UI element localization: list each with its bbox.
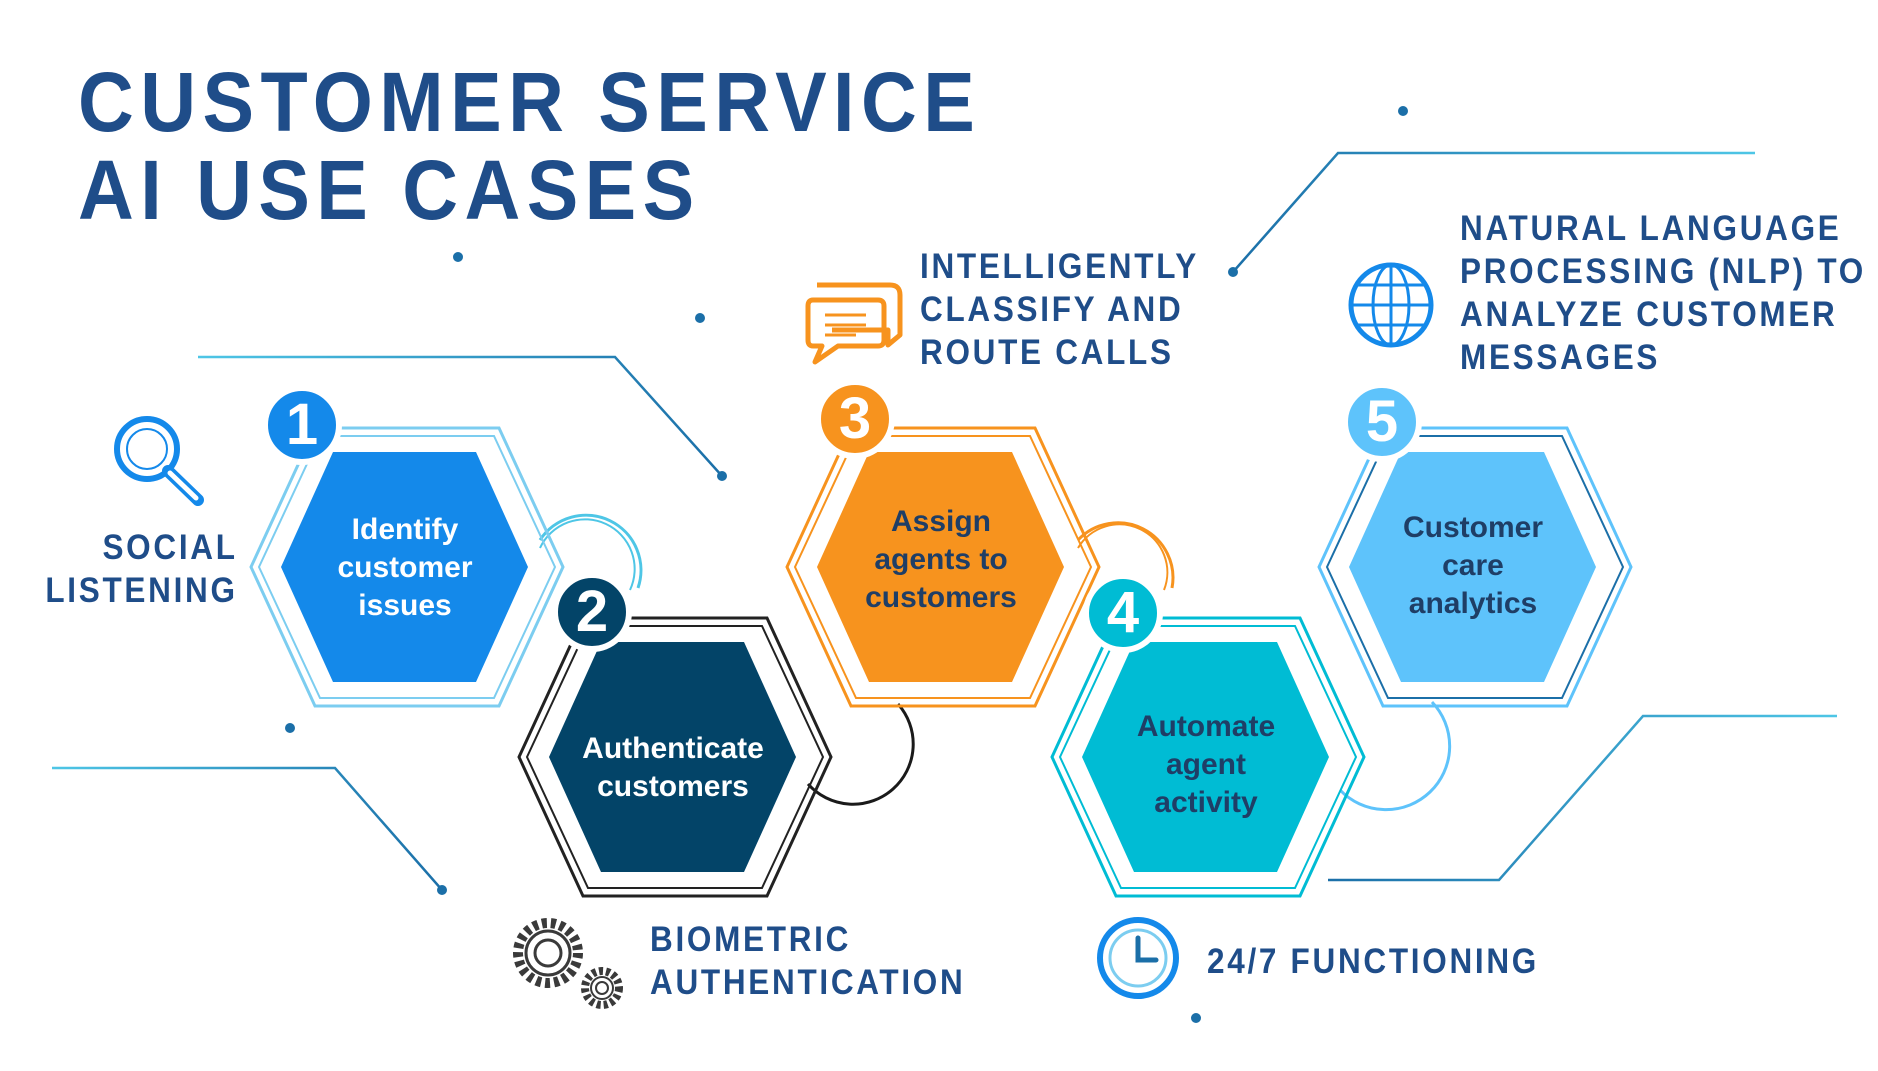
hexagon-step-5 (1317, 382, 1633, 708)
caption-line: MESSAGES (1460, 338, 1661, 377)
link-3-4-inner (1077, 523, 1169, 591)
decor-line (1232, 151, 1755, 273)
step-4-number: 4 (1106, 580, 1140, 645)
step-3-label-line: agents to (874, 543, 1008, 576)
link-3-4 (1076, 521, 1175, 589)
decor-dot (1191, 1013, 1201, 1023)
step-1-label-line: customer (337, 551, 473, 584)
step-1-number: 1 (285, 392, 319, 457)
caption-line: LISTENING (45, 571, 238, 610)
step-5-label-line: Customer (1402, 511, 1544, 544)
caption-line: SOCIAL (102, 528, 239, 567)
step-2-number: 2 (575, 579, 609, 644)
step-1-label-line: issues (358, 589, 452, 622)
step-5-badge (1342, 382, 1422, 462)
caption-social-listening: SOCIAL LISTENING (46, 526, 238, 612)
hexagon-step-2 (517, 572, 833, 898)
step-2-label-line: customers (597, 770, 749, 803)
caption-line: ANALYZE CUSTOMER (1460, 295, 1838, 334)
decor-dot (437, 885, 447, 895)
gears-icon (513, 918, 623, 1009)
decor-dot (285, 723, 295, 733)
step-1-badge (262, 385, 342, 465)
decor-dot (717, 471, 727, 481)
magnifier-icon (114, 416, 204, 506)
caption-line: NATURAL LANGUAGE (1460, 209, 1842, 248)
decor-dot (453, 252, 463, 262)
step-3-label-line: customers (865, 581, 1017, 614)
step-4-label: Automate agent activity (1086, 708, 1326, 822)
step-2-badge (552, 572, 632, 652)
caption-line: INTELLIGENTLY (920, 247, 1199, 286)
link-2-3 (806, 703, 915, 806)
caption-line: BIOMETRIC (650, 920, 852, 959)
step-3-label: Assign agents to customers (821, 503, 1061, 617)
step-4-badge (1083, 573, 1163, 653)
step-1-label-line: Identify (351, 513, 459, 546)
step-3-number: 3 (838, 386, 872, 451)
caption-functioning: 24/7 FUNCTIONING (1207, 940, 1539, 983)
step-1-label: Identify customer issues (285, 511, 525, 625)
chain-links (538, 513, 1452, 812)
step-4-label-line: activity (1154, 786, 1258, 819)
decorative-lines (24, 106, 1837, 1023)
title-line-2: AI USE CASES (78, 143, 701, 237)
step-3-badge (815, 379, 895, 459)
caption-line: ROUTE CALLS (920, 333, 1174, 372)
step-3-label-line: Assign (890, 505, 992, 538)
caption-nlp: NATURAL LANGUAGE PROCESSING (NLP) TO ANA… (1460, 207, 1866, 379)
step-5-label-line: care (1442, 549, 1504, 582)
caption-line: AUTHENTICATION (650, 963, 966, 1002)
chat-bubbles-icon (805, 282, 903, 365)
caption-biometric: BIOMETRIC AUTHENTICATION (650, 918, 965, 1004)
step-5-label: Customer care analytics (1353, 509, 1593, 623)
link-4-5 (1338, 700, 1452, 812)
decor-dot (1228, 267, 1238, 277)
page-title: CUSTOMER SERVICE AI USE CASES (78, 58, 981, 234)
title-line-1: CUSTOMER SERVICE (78, 55, 982, 149)
decor-line (198, 355, 723, 477)
decor-line (52, 766, 443, 891)
hexagon-step-1 (249, 385, 565, 708)
hexagon-step-3 (785, 379, 1101, 708)
step-5-number: 5 (1365, 389, 1399, 454)
link-1-2-inner (539, 518, 636, 591)
decor-line (1328, 714, 1837, 882)
hexagon-step-4 (1050, 573, 1366, 898)
clock-icon (1097, 917, 1179, 999)
link-1-2 (538, 513, 643, 589)
globe-icon (1348, 262, 1434, 348)
step-4-label-line: Automate (1136, 710, 1276, 743)
caption-line: CLASSIFY AND (920, 290, 1184, 329)
step-2-label: Authenticate customers (553, 730, 793, 806)
step-5-label-line: analytics (1408, 587, 1538, 620)
decor-dot (695, 313, 705, 323)
caption-line: PROCESSING (NLP) TO (1460, 252, 1866, 291)
step-4-label-line: agent (1165, 748, 1246, 781)
caption-classify: INTELLIGENTLY CLASSIFY AND ROUTE CALLS (920, 245, 1199, 374)
step-2-label-line: Authenticate (582, 732, 764, 765)
decor-dot (1398, 106, 1408, 116)
caption-line: 24/7 FUNCTIONING (1207, 942, 1540, 981)
